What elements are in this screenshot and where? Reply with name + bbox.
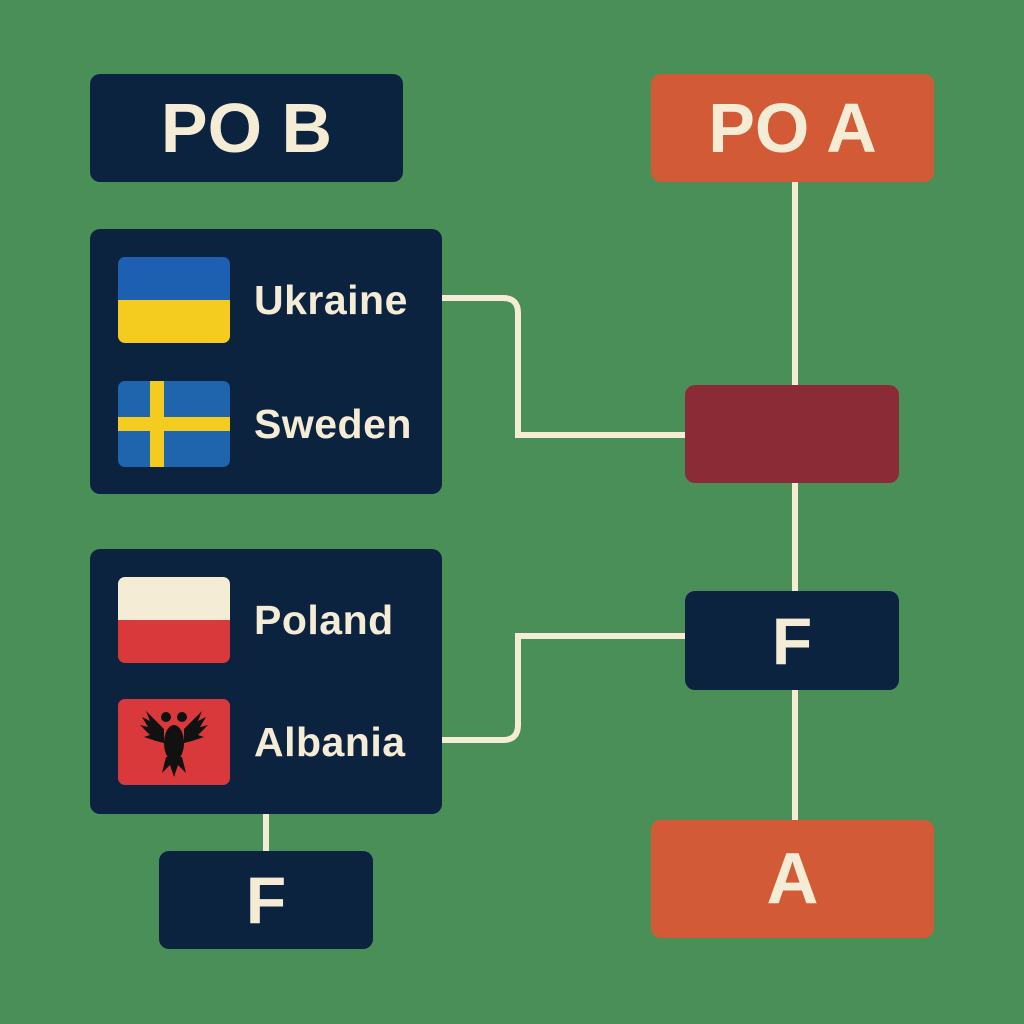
team-row-poland: Poland	[118, 577, 394, 663]
left-bottom-slot: F	[159, 851, 373, 949]
bracket-connector-group-1	[441, 295, 690, 438]
poland-flag-icon	[118, 577, 230, 663]
team-name: Poland	[254, 596, 394, 643]
bracket-connector-group-2	[441, 633, 690, 743]
double-headed-eagle-icon	[140, 711, 208, 777]
pot-b-label: PO B	[90, 74, 403, 182]
pot-a-label: PO A	[651, 74, 934, 182]
ukraine-flag-icon	[118, 257, 230, 343]
group-2-card: Poland Albania	[90, 549, 442, 814]
team-row-albania: Albania	[118, 699, 406, 785]
sweden-flag-icon	[118, 381, 230, 467]
team-row-sweden: Sweden	[118, 381, 412, 467]
albania-flag-icon	[118, 699, 230, 785]
team-row-ukraine: Ukraine	[118, 257, 408, 343]
right-bottom-slot: A	[651, 820, 934, 938]
team-name: Ukraine	[254, 276, 408, 323]
right-mid-empty-slot	[685, 385, 899, 483]
group-1-card: Ukraine Sweden	[90, 229, 442, 494]
team-name: Sweden	[254, 400, 412, 447]
right-mid-slot: F	[685, 591, 899, 690]
team-name: Albania	[254, 718, 406, 765]
